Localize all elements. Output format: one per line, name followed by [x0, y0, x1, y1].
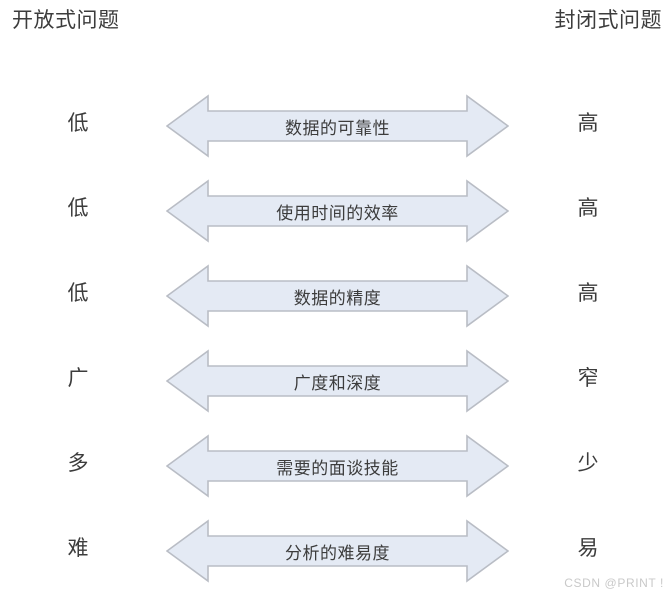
double-arrow: 分析的难易度	[166, 517, 509, 585]
double-arrow-icon	[166, 179, 509, 243]
double-arrow-icon	[166, 94, 509, 158]
row-center-label: 需要的面谈技能	[276, 458, 399, 478]
double-arrow-icon	[166, 264, 509, 328]
row-left-label: 低	[67, 111, 89, 135]
double-arrow: 数据的可靠性	[166, 92, 509, 160]
header-closed-questions: 封闭式问题	[554, 8, 662, 32]
row-center-label: 使用时间的效率	[276, 203, 399, 223]
header-open-questions: 开放式问题	[12, 8, 120, 32]
row-center-label: 数据的可靠性	[285, 118, 390, 138]
watermark: CSDN @PRINT !	[564, 576, 664, 590]
comparison-row: 低 使用时间的效率 高	[0, 175, 672, 245]
row-center-label: 数据的精度	[293, 288, 382, 308]
row-center-label: 广度和深度	[293, 373, 382, 393]
row-right-label: 少	[577, 451, 599, 475]
comparison-row: 多 需要的面谈技能 少	[0, 430, 672, 500]
row-right-label: 高	[577, 196, 599, 220]
row-left-label: 广	[67, 366, 89, 390]
comparison-row: 低 数据的精度 高	[0, 260, 672, 330]
row-center-label: 分析的难易度	[285, 543, 390, 563]
double-arrow-icon	[166, 434, 509, 498]
double-arrow-icon	[166, 519, 509, 583]
row-left-label: 低	[67, 196, 89, 220]
row-left-label: 多	[67, 451, 89, 475]
double-arrow: 数据的精度	[166, 262, 509, 330]
double-arrow: 使用时间的效率	[166, 177, 509, 245]
row-right-label: 高	[577, 111, 599, 135]
comparison-row: 难 分析的难易度 易	[0, 515, 672, 585]
comparison-row: 广 广度和深度 窄	[0, 345, 672, 415]
row-left-label: 低	[67, 281, 89, 305]
comparison-row: 低 数据的可靠性 高	[0, 90, 672, 160]
double-arrow-icon	[166, 349, 509, 413]
row-right-label: 易	[577, 536, 599, 560]
double-arrow: 需要的面谈技能	[166, 432, 509, 500]
row-right-label: 高	[577, 281, 599, 305]
row-left-label: 难	[67, 536, 89, 560]
row-right-label: 窄	[577, 366, 599, 390]
double-arrow: 广度和深度	[166, 347, 509, 415]
